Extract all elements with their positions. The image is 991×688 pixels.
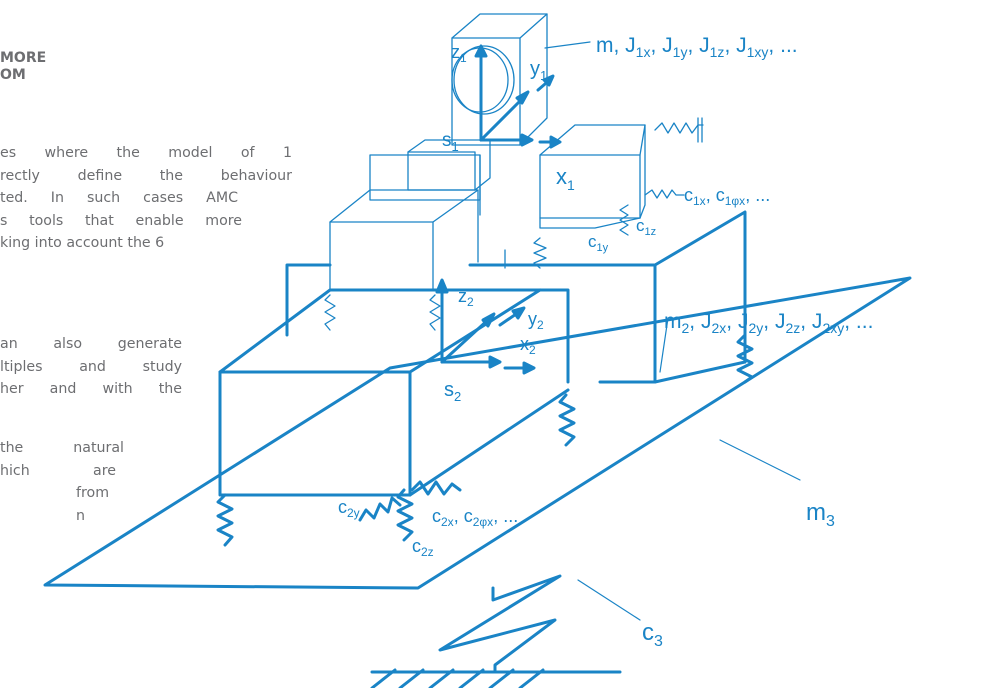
label-y2: y2 xyxy=(528,309,544,332)
block-middle xyxy=(329,124,646,291)
diagram-labels: m, J1x, J1y, J1z, J1xy, ... m2, J2x, J2y… xyxy=(338,34,873,650)
label-m2: m2, J2x, J2y, J2z, J2xy, ... xyxy=(664,310,873,336)
label-c2x: c2x, c2φx, ... xyxy=(432,506,518,529)
label-x1: x1 xyxy=(556,164,575,193)
c3-leader xyxy=(577,579,641,621)
axes-s1 xyxy=(474,44,562,149)
paragraph-line: the natural xyxy=(0,440,124,456)
paragraph-line: an also generate xyxy=(0,336,182,352)
label-c3: c3 xyxy=(642,619,663,650)
paragraph-line: es where the model of 1 xyxy=(0,145,292,161)
label-y1: y1 xyxy=(530,58,547,83)
m3-leader xyxy=(719,439,801,481)
label-s1: s1 xyxy=(442,130,459,154)
label-c1z: c1z xyxy=(636,216,656,238)
block-m2-back xyxy=(285,210,747,384)
paragraph-line: n xyxy=(76,507,85,524)
label-s2: s2 xyxy=(444,379,461,404)
label-c2z: c2z xyxy=(412,536,434,559)
label-z2: z2 xyxy=(458,286,474,309)
label-c2y: c2y xyxy=(338,497,360,520)
label-x2: x2 xyxy=(520,334,536,357)
paragraph-line: from xyxy=(76,485,110,501)
label-m1: m, J1x, J1y, J1z, J1xy, ... xyxy=(596,34,798,60)
spring-c3 xyxy=(370,574,622,688)
m1-leader xyxy=(544,41,591,49)
paragraph-model-description: es where the model of 1 rectly define th… xyxy=(0,142,292,255)
paragraph-natural: the natural hich are from n xyxy=(0,437,124,527)
springs-lower xyxy=(216,333,754,547)
paragraph-line: rectly define the behaviour xyxy=(0,167,292,184)
paragraph-line: hich are xyxy=(0,462,116,479)
heading-line: MORE xyxy=(0,50,47,66)
label-z1: z1 xyxy=(451,42,467,65)
paragraph-line: her and with the xyxy=(0,381,182,397)
paragraph-multiples: an also generate ltiples and study her a… xyxy=(0,333,182,401)
label-c1y: c1y xyxy=(588,232,609,254)
axes-s2 xyxy=(435,278,536,375)
section-heading: MORE OM xyxy=(0,50,120,84)
label-c1x: c1x, c1φx, ... xyxy=(684,185,770,208)
paragraph-line: ted. In such cases AMC xyxy=(0,190,238,206)
m2-leader xyxy=(659,317,669,373)
paragraph-line: ltiples and study xyxy=(0,358,182,375)
springs-upper xyxy=(324,117,704,331)
paragraph-line: s tools that enable more xyxy=(0,212,242,229)
heading-line: OM xyxy=(0,67,26,83)
ground-plate xyxy=(43,276,912,590)
paragraph-line: king into account the 6 xyxy=(0,235,165,251)
block-m2-front xyxy=(218,288,570,497)
label-m3: m3 xyxy=(806,499,835,530)
